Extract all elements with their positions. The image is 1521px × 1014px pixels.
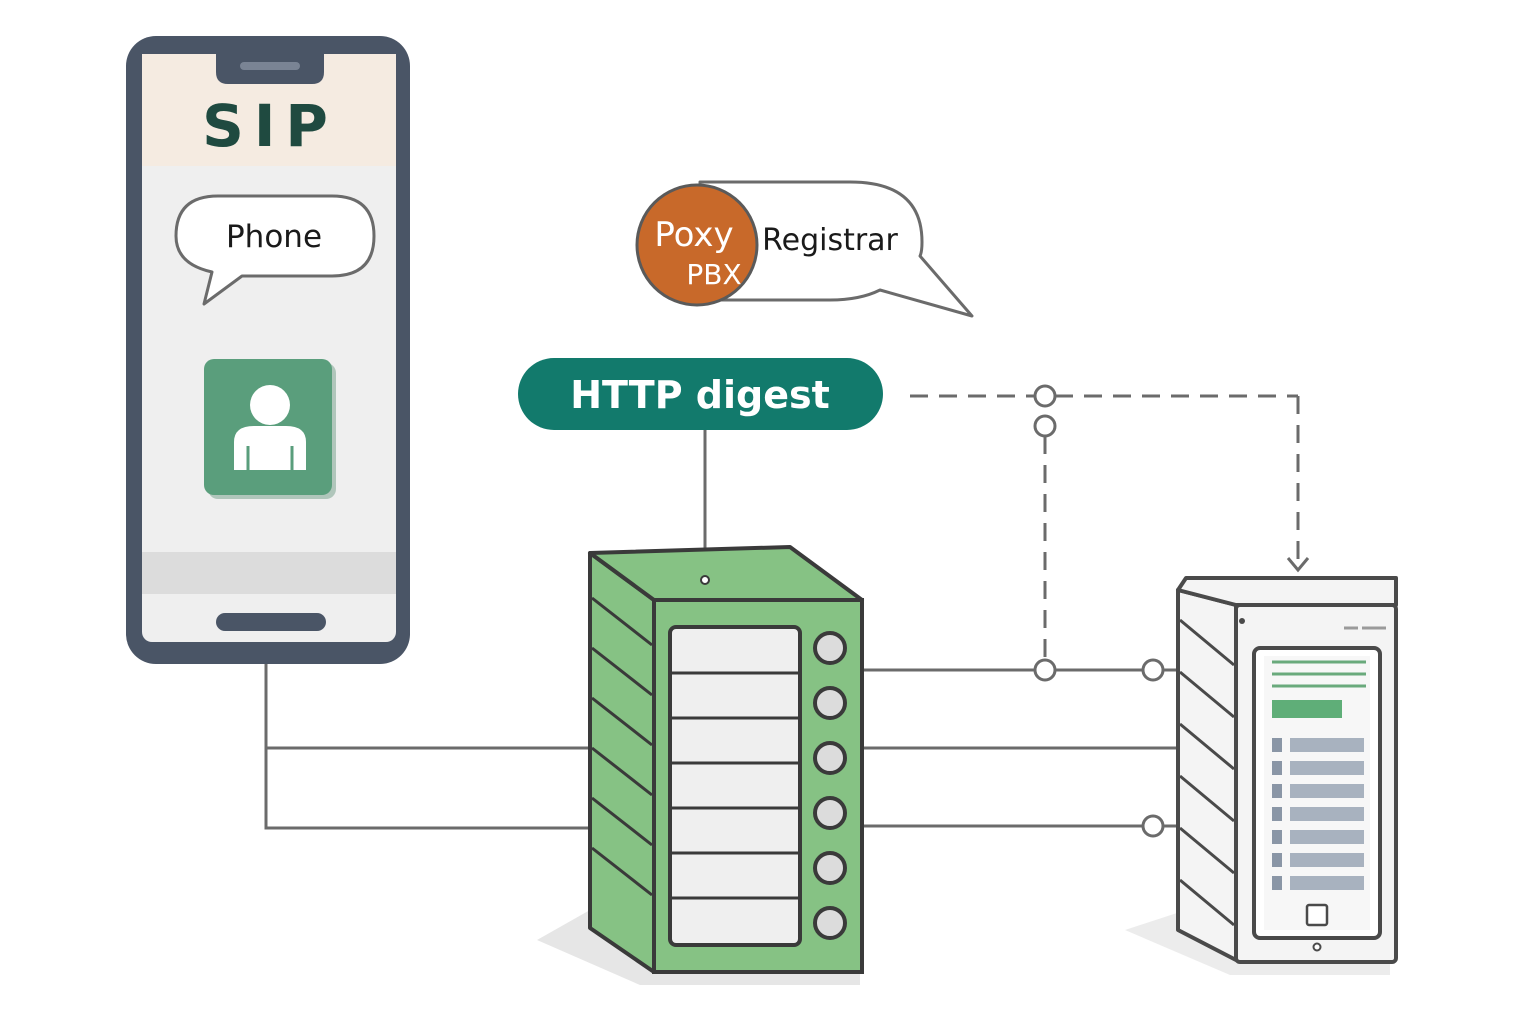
arrow-head-icon: [1286, 557, 1310, 573]
pbx-badge: [635, 183, 759, 307]
pbx-badge-line1: Poxy: [654, 215, 733, 255]
registrar-label: Registrar: [762, 223, 898, 258]
sip-label: SIP: [202, 92, 338, 160]
user-avatar-icon: [204, 359, 336, 499]
server-top-led: [700, 575, 710, 585]
phone-link-lower: [264, 748, 590, 830]
terminal-list-rows: [1272, 738, 1364, 890]
phone-speaker: [240, 62, 300, 70]
terminal-home-button: [1305, 903, 1329, 927]
junction-node: [1141, 658, 1165, 682]
junction-node: [1033, 414, 1057, 438]
junction-nodes: [1033, 384, 1165, 838]
http-digest-badge: HTTP digest: [518, 358, 883, 430]
phone-speech-bubble: [174, 194, 376, 306]
terminal-side-panel: [1176, 588, 1238, 962]
terminal-bottom-led: [1312, 942, 1322, 952]
server-drive-bay: [668, 625, 802, 947]
terminal-top-panel: [1176, 576, 1398, 607]
registrar-speech-bubble: [698, 180, 974, 318]
http-digest-label: HTTP digest: [570, 373, 830, 417]
server-status-knobs: [813, 631, 847, 940]
server-drive-dividers: [670, 671, 800, 900]
dashed-signal-lines: [910, 394, 1300, 660]
proxy-registrar-callout: Registrar Poxy PBX: [635, 180, 974, 318]
connection-lines: [264, 428, 1180, 830]
junction-node: [1141, 814, 1165, 838]
client-terminal-icon: [1125, 576, 1398, 975]
server-side-panel: [588, 551, 656, 974]
terminal-corner-led: [1239, 618, 1245, 624]
phone-bubble-label: Phone: [226, 219, 322, 255]
server-side-vents: [591, 596, 653, 897]
smartphone-icon: SIP Phone: [126, 36, 410, 664]
server-rack-icon: [537, 545, 864, 985]
terminal-screen-header-lines: [1272, 660, 1366, 688]
terminal-screen-green-bar: [1272, 700, 1342, 718]
phone-link-upper: [264, 664, 590, 750]
junction-node: [1033, 658, 1057, 682]
junction-node: [1033, 384, 1057, 408]
terminal-side-vents: [1179, 618, 1235, 927]
phone-footer-band: [142, 552, 396, 594]
phone-home-bar: [216, 613, 326, 631]
pbx-badge-line2: PBX: [686, 258, 741, 291]
